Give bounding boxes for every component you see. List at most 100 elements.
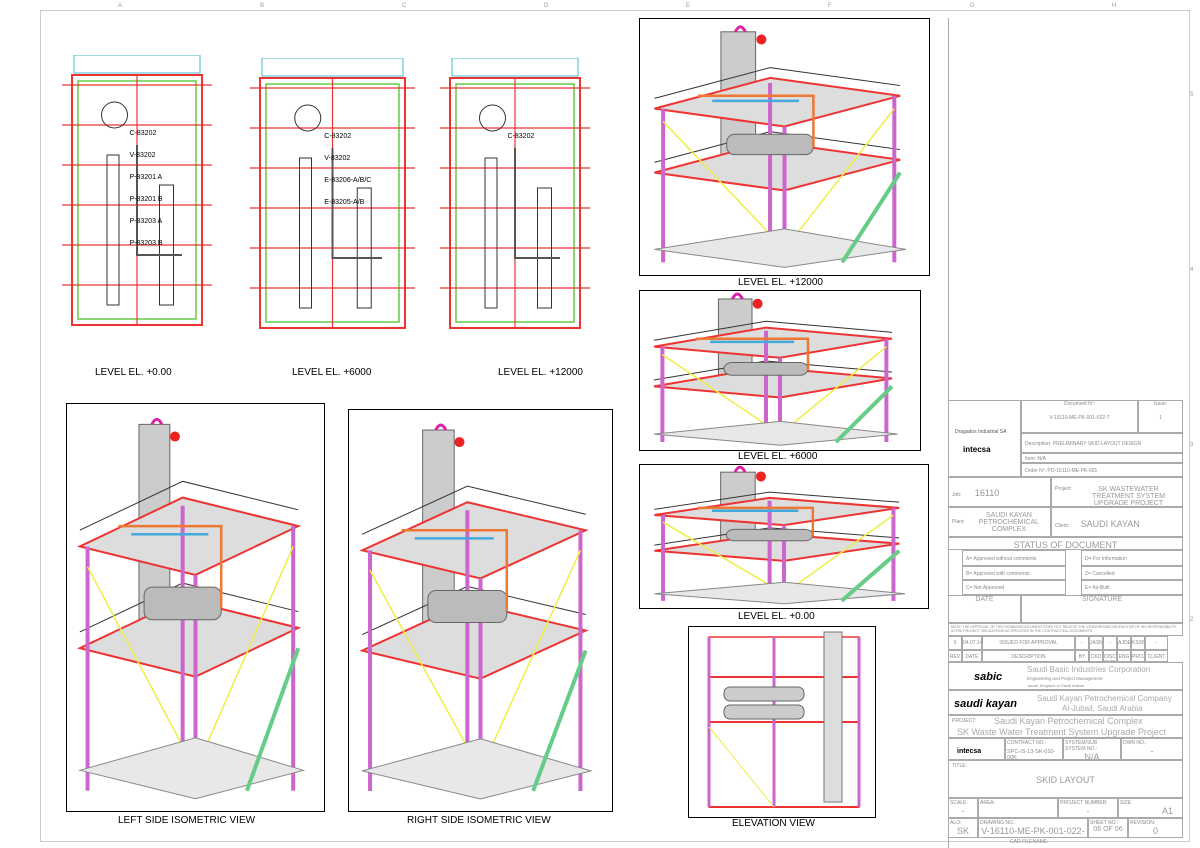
pipe [514,148,560,259]
revision-cell: AJDE [1117,636,1131,650]
handrail [654,491,900,510]
elevation-view [688,626,876,818]
handrail [653,320,893,341]
date-cell: DATE [948,595,1021,623]
skid-base [654,581,906,605]
revision-cell: PROJ [1131,650,1145,662]
project-cell: Project:SK WASTEWATER TREATMENT SYSTEM U… [1051,477,1183,507]
exchanger [723,704,805,720]
skid-base [77,737,306,800]
size-cell: SIZE: A1 [1118,798,1183,818]
valve [454,437,465,448]
client: SAUDI KAYAN [1080,519,1140,529]
valve [755,471,766,482]
label: Document Nº: [1063,401,1095,407]
equipment-tag: P-83203 A [130,218,163,225]
bracing [662,120,786,250]
pipe [401,529,509,611]
pipe [697,94,815,147]
equipment-tag: E-83206-A/B/C [324,177,371,184]
system-cell: SYSTEM/SUB SYSTEM NO.:N/A [1063,738,1121,760]
grid-column-G: G [970,3,975,9]
plan-level-12000: C-83202 [440,58,590,348]
scale-cell: SCALE:- [948,798,978,818]
drawing-no: V-16110-ME-PK-001-022-T [981,826,1085,837]
revision-cell: JASN [1089,636,1103,650]
kayan-name: Saudi Kayan Petrochemical Company [1037,694,1172,703]
revision-cell: - [1075,636,1089,650]
handrail [654,67,901,99]
bracing [662,521,785,595]
approval-note: NOTE: THE APPROVAL OF THIS DRAWING/DOCUM… [948,623,1183,636]
caption-elevation: ELEVATION VIEW [732,818,815,829]
equipment-tag: P-83201 A [130,174,163,181]
pipe [696,337,810,371]
revision-cell: KSSN [1131,636,1145,650]
caption-level-12000: LEVEL EL. +12000 [498,367,583,378]
iso-level-12000 [639,18,930,276]
grid-row-4: 4 [1190,267,1194,273]
caption-level-6000: LEVEL EL. +6000 [292,367,372,378]
bracing [783,108,895,250]
label: Plant: [952,519,965,525]
grid-row-2: 2 [1190,617,1194,623]
left-isometric-view [66,403,325,812]
revision-cell: DISC SUPV [1103,650,1117,662]
revision-cell: DATE [962,650,982,662]
grid-column-C: C [402,3,407,9]
bracing [369,570,482,772]
size: A1 [1161,806,1173,816]
sabic-cell: sabic Saudi Basic Industries Corporation… [948,662,1183,690]
contract-no: SPC-IS-13-SK-010-00K [1007,749,1056,760]
contract-cell: CONTRACT NO.:SPC-IS-13-SK-010-00K [1005,738,1063,760]
top-piping [731,292,744,300]
alo: SK [956,826,969,836]
bracing [194,546,294,771]
revision-cell: ENG [1117,650,1131,662]
grid-column-D: D [544,3,549,9]
status-c: C= Not Approved [962,580,1066,595]
exchanger [537,187,552,309]
equipment-tag: E-83205-A/B [324,199,364,206]
top-piping [733,465,747,473]
exchanger [356,187,372,309]
exchanger [723,686,805,702]
bracing [86,566,197,771]
exchanger [299,157,312,309]
doc-no-cell: Document Nº:V-16110-ME-PK-001-022-T [1021,400,1138,433]
grating [451,58,579,77]
issue: 1 [1159,415,1162,421]
sheet-border [40,10,1190,842]
pipe [697,506,815,537]
label: ALO: [950,820,962,826]
label: Issue: [1153,401,1168,407]
equipment-tag: V-83202 [130,152,156,159]
grid-column-E: E [686,3,691,9]
top-piping [150,417,164,426]
column-tower [823,631,843,803]
cad: - [1049,839,1052,845]
exchanger [159,184,174,306]
label: SHEET NO.: [1090,820,1119,826]
equipment-tag: P-83201 B [130,196,163,203]
bracing [708,726,775,808]
area-cell: AREA: [978,798,1058,818]
sheet-cell: SHEET NO.:06 OF 06 [1088,818,1128,838]
dwn-cell: DWN NO.:- [1121,738,1183,760]
plant-cell: Plant:SAUDI KAYAN PETROCHEMICAL COMPLEX [948,507,1051,537]
exchanger [726,133,814,156]
exchanger [725,528,814,542]
status-d: D= For Information [1081,550,1183,566]
sabic-logo: sabic [974,671,1003,683]
handrail [79,480,299,531]
skid-base [653,420,898,446]
system-no: N/A [1084,752,1100,760]
label: SIZE: [1120,800,1133,806]
label: CAD FILENAME: [1010,839,1049,845]
bracing [661,353,781,435]
label: REVISION: [1130,820,1156,826]
project-number-cell: PROJECT NUMBER:- [1058,798,1118,818]
grating [261,58,404,77]
vessel [294,104,322,132]
